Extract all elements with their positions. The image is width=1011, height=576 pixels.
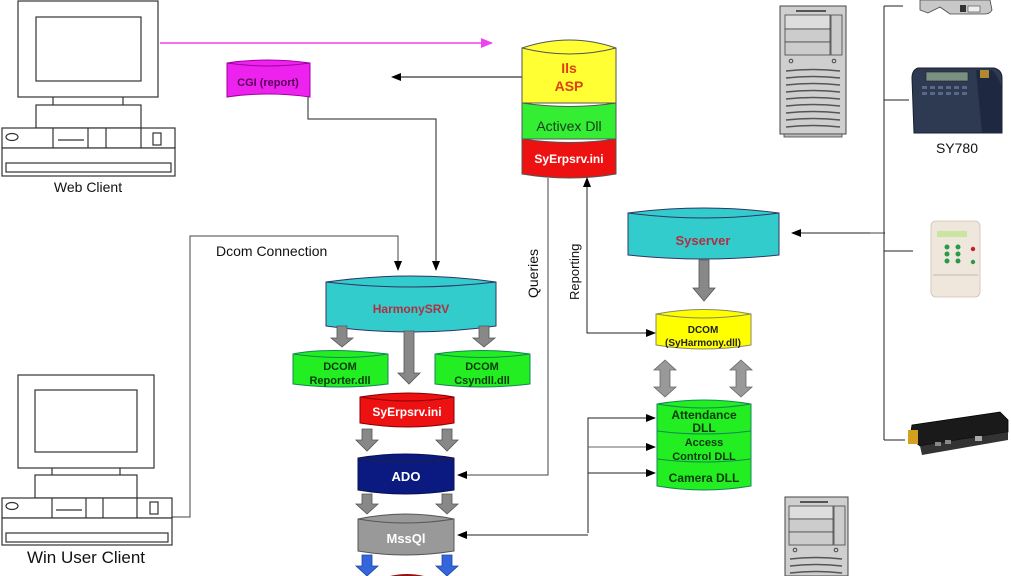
block-arrow-down-icon: [397, 330, 421, 385]
win-client-computer-icon: [1, 374, 173, 546]
network-controller-icon: [908, 411, 1009, 455]
queries-label: Queries: [525, 249, 541, 298]
camera-device-icon: [919, 0, 993, 15]
ado-label: ADO: [392, 469, 421, 484]
sy780-label: SY780: [936, 140, 978, 156]
attendance-label: Attendance: [671, 408, 737, 422]
blue-arrow-down-icon: [354, 554, 380, 576]
csyndll-dll-label: Csyndll.dll: [454, 375, 510, 387]
iis-asp-stack[interactable]: [521, 39, 617, 179]
block-arrow-down-icon: [692, 259, 716, 302]
dll-stack-node[interactable]: [656, 399, 752, 491]
reporter-dll-label: Reporter.dll: [309, 375, 370, 387]
dcom-connection-label: Dcom Connection: [216, 243, 327, 259]
block-arrow-down-icon: [435, 428, 459, 452]
iis-label: Ils: [561, 60, 577, 76]
keypad-terminal-icon: [930, 220, 981, 298]
block-arrow-down-icon: [471, 325, 497, 348]
reporting-label: Reporting: [567, 244, 582, 300]
block-arrows-ado: [354, 493, 460, 515]
syharmony-dcom-label: DCOM: [688, 325, 719, 336]
mssql-node[interactable]: [357, 513, 455, 556]
reporter-dcom-label: DCOM: [323, 361, 357, 373]
sy780-terminal-icon: [911, 67, 1003, 134]
syerpsrv-ini-top-label: SyErpsrv.ini: [534, 152, 603, 166]
cgi-to-harmony-arrow: [307, 97, 440, 271]
dcom-syharmony-node[interactable]: [655, 309, 752, 350]
syerpsrv-ini-mid-label: SyErpsrv.ini: [372, 405, 441, 419]
bidirectional-arrow-icon: [728, 359, 754, 398]
block-arrows-harmony: [329, 325, 497, 385]
ado-node[interactable]: [357, 453, 455, 495]
reporting-line: [583, 177, 655, 334]
block-arrow-down-icon: [355, 428, 379, 452]
cgi-report-node[interactable]: [226, 59, 311, 98]
syerpsrv-ini-node[interactable]: [359, 392, 455, 428]
server-tower-icon: [784, 496, 849, 576]
blue-arrows: [354, 554, 460, 576]
mssql-label: MssQl: [386, 531, 425, 546]
syharmony-dll-label: (SyHarmony.dll): [665, 338, 741, 349]
syserver-label: Syserver: [676, 233, 731, 248]
dcom-csyndll-node[interactable]: [434, 350, 531, 388]
queries-line: [457, 178, 549, 479]
attendance-dll-label: DLL: [692, 421, 715, 435]
activex-dll-label: Activex Dll: [536, 118, 601, 134]
block-arrow-down-icon: [354, 493, 380, 515]
block-arrow-down-icon: [329, 325, 355, 348]
dcom-reporter-node[interactable]: [292, 350, 389, 388]
win-user-client-label: Win User Client: [27, 548, 145, 567]
harmonysrv-label: HarmonySRV: [373, 302, 449, 316]
asp-label: ASP: [555, 78, 584, 94]
access-label: Access: [685, 437, 724, 449]
block-arrow-down-icon: [434, 493, 460, 515]
camera-dll-label: Camera DLL: [669, 471, 740, 485]
csyndll-dcom-label: DCOM: [465, 361, 499, 373]
bidirectional-arrow-icon: [652, 359, 678, 398]
access-control-dll-label: Control DLL: [672, 451, 736, 463]
blue-arrow-down-icon: [434, 554, 460, 576]
dcom-connection-line: [172, 235, 402, 518]
web-client-computer-icon: [1, 0, 176, 177]
attendance-link: [587, 414, 656, 533]
server-tower-icon: [779, 5, 847, 138]
harmonysrv-node[interactable]: [325, 275, 497, 333]
device-bus: [883, 5, 913, 441]
cgi-report-label: CGI (report): [237, 77, 299, 89]
syserver-node[interactable]: [627, 207, 780, 260]
block-arrows-ini: [355, 428, 459, 452]
web-client-label: Web Client: [54, 179, 122, 195]
